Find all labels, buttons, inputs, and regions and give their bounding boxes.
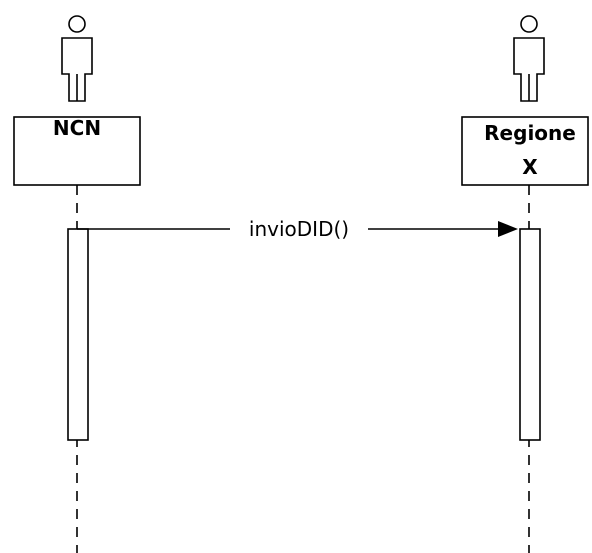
activation-bar: [67, 228, 89, 441]
participant-regione-x: Regione X: [461, 15, 589, 553]
arrowhead-icon: [498, 221, 518, 237]
participant-label-line-1: Regione: [484, 121, 576, 145]
activation-bar: [519, 228, 541, 441]
actor-icon: [513, 15, 545, 102]
participant-box: [461, 116, 589, 186]
participant-label: NCN: [53, 116, 101, 140]
message-label: invioDID(): [249, 217, 349, 241]
actor-icon: [61, 15, 93, 102]
message-invio-did: invioDID(): [77, 217, 518, 241]
participant-ncn: NCN: [13, 15, 141, 553]
participant-label-line-2: X: [522, 155, 538, 179]
